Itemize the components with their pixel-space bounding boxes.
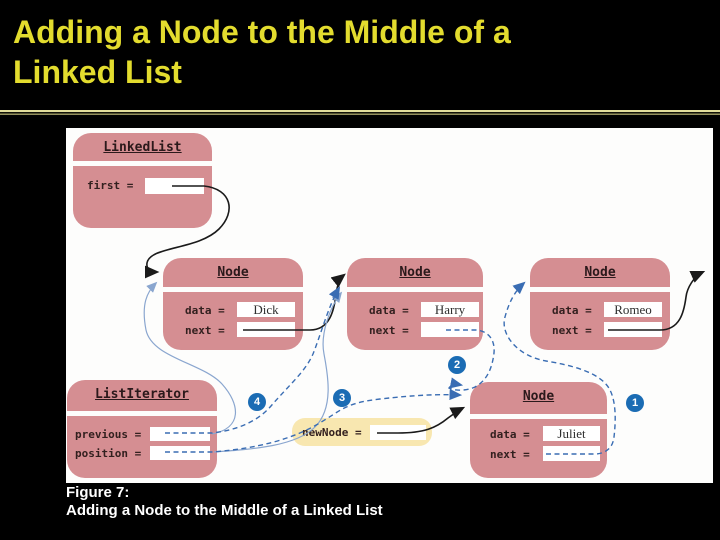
title-separator	[0, 110, 720, 115]
position-field-label: position =	[75, 447, 142, 460]
linkedlist-box-title: LinkedList	[103, 140, 182, 155]
node2-data-field: Harry	[421, 302, 479, 317]
node4-next-label: next =	[490, 448, 530, 461]
first-field-label: first =	[87, 179, 134, 192]
node3-data-field: Romeo	[604, 302, 662, 317]
listiterator-box-title: ListIterator	[95, 387, 189, 402]
step-badge-2: 2	[448, 356, 466, 374]
node2-data-label: data =	[369, 304, 409, 317]
node2-box-title: Node	[399, 265, 431, 280]
node4-data-value: Juliet	[557, 426, 586, 441]
node2-next-label: next =	[369, 324, 409, 337]
node4-next-field	[543, 446, 600, 461]
node1-data-value: Dick	[253, 302, 279, 317]
node4-data-field: Juliet	[543, 426, 600, 441]
figure-caption-line1: Figure 7:	[66, 484, 130, 501]
node4-box: Node data = Juliet next =	[470, 382, 607, 478]
previous-field-box	[150, 427, 210, 441]
node4-data-label: data =	[490, 428, 530, 441]
figure-caption-line2: Adding a Node to the Middle of a Linked …	[66, 502, 383, 519]
newnode-label: newNode =	[302, 426, 362, 439]
node3-data-label: data =	[552, 304, 592, 317]
node3-box-title: Node	[584, 265, 616, 280]
page-title: Adding a Node to the Middle of a Linked …	[13, 12, 707, 92]
diagram-canvas: LinkedList first = Node data = Dick next…	[66, 128, 713, 483]
node1-box-title: Node	[217, 265, 249, 280]
node3-box: Node data = Romeo next =	[530, 258, 670, 350]
figure-caption: Figure 7: Adding a Node to the Middle of…	[66, 484, 383, 520]
box-divider	[73, 161, 212, 166]
box-divider	[67, 411, 217, 416]
box-divider	[163, 287, 303, 292]
newnode-ref-box: newNode =	[292, 418, 432, 446]
step-badge-3: 3	[333, 389, 351, 407]
position-field-box	[150, 446, 210, 460]
previous-field-label: previous =	[75, 428, 142, 441]
newnode-field-box	[370, 425, 426, 440]
box-divider	[347, 287, 483, 292]
node1-data-label: data =	[185, 304, 225, 317]
node1-next-field	[237, 322, 295, 337]
page-title-line2: Linked List	[13, 54, 182, 90]
node2-next-field	[421, 322, 479, 337]
step-badge-4: 4	[248, 393, 266, 411]
page-title-line1: Adding a Node to the Middle of a	[13, 14, 511, 50]
node4-box-title: Node	[522, 389, 555, 404]
box-divider	[530, 287, 670, 292]
listiterator-box: ListIterator previous = position =	[67, 380, 217, 478]
node1-data-field: Dick	[237, 302, 295, 317]
linkedlist-box: LinkedList first =	[73, 133, 212, 228]
node3-next-field	[604, 322, 662, 337]
node1-next-label: next =	[185, 324, 225, 337]
node3-next-label: next =	[552, 324, 592, 337]
box-divider	[470, 414, 607, 419]
node2-box: Node data = Harry next =	[347, 258, 483, 350]
node2-data-value: Harry	[434, 302, 466, 317]
node3-data-value: Romeo	[614, 302, 652, 317]
first-field-box	[145, 178, 204, 194]
node1-box: Node data = Dick next =	[163, 258, 303, 350]
step-badge-1: 1	[626, 394, 644, 412]
